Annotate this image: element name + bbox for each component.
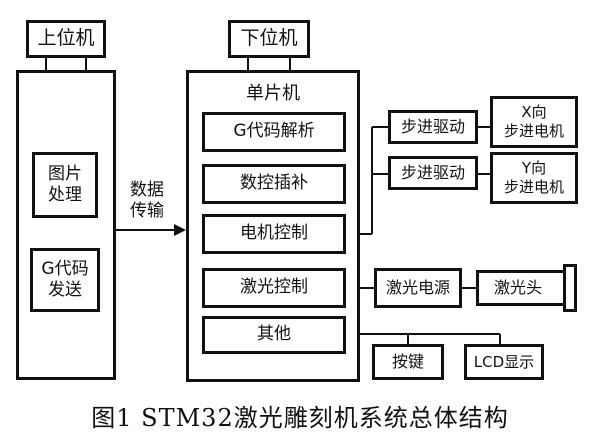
keys-box [372,344,444,380]
lcd-display-label: LCD显示 [473,352,535,371]
other-box [202,316,346,354]
lower-computer-title: 下位机 [240,27,298,50]
y-stepper-driver-label: 步进驱动 [400,163,465,182]
laser-power-box [374,268,462,308]
other-label: 其他 [257,324,291,345]
upper-computer-title: 上位机 [37,27,95,50]
laser-power-label: 激光电源 [385,278,450,297]
figure-caption: 图1 STM32激光雕刻机系统总体结构 [91,404,509,432]
laser-control-label: 激光控制 [240,277,308,298]
lower-computer-title-box [228,20,310,58]
lcd-display-box [464,344,544,380]
laser-head-box [476,270,566,306]
mcu-label: 单片机 [246,82,300,104]
x-stepper-driver-box [388,110,478,144]
x-stepper-motor-label: X向 步进电机 [503,103,564,140]
laser-head-label: 激光头 [493,278,542,297]
y-stepper-driver-box [388,156,478,190]
image-processing-box [32,152,98,218]
data-transfer-arrowhead [174,224,186,236]
laser-head-nozzle [563,264,577,312]
gcode-send-box [30,248,100,312]
upper-computer-title-box [26,20,106,58]
y-stepper-motor-label: Y向 步进电机 [503,159,564,196]
gcode-parse-box [202,112,346,152]
laser-control-box [202,268,346,308]
motor-control-label: 电机控制 [240,223,308,244]
x-stepper-driver-label: 步进驱动 [400,117,465,136]
keys-label: 按键 [391,352,424,371]
nc-interpolation-box [202,164,346,204]
gcode-send-label: G代码 发送 [41,258,89,300]
data-transfer-label: 数据 传输 [130,179,164,221]
motor-control-box [202,214,346,254]
nc-interpolation-label: 数控插补 [240,173,308,194]
upper-computer-box [16,70,116,380]
y-stepper-motor-box [490,152,578,204]
x-stepper-motor-box [490,96,578,148]
gcode-parse-label: G代码解析 [233,121,315,142]
image-processing-label: 图片 处理 [48,163,82,205]
